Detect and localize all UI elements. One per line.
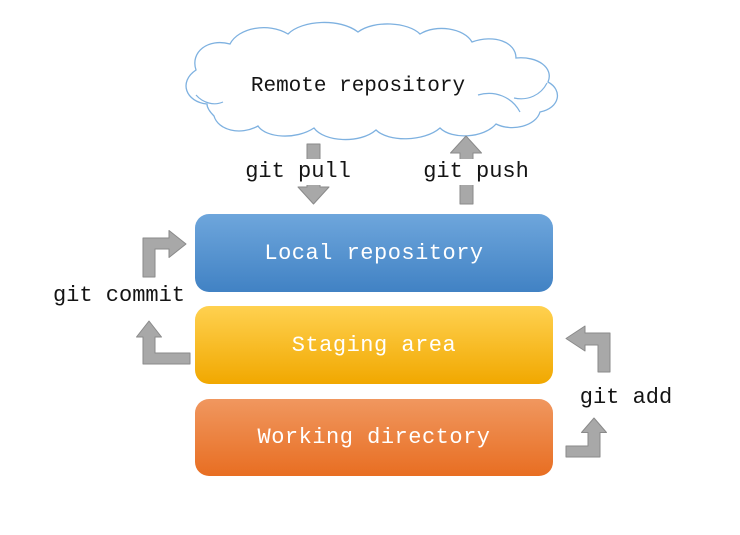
git-add-elbow-arrow-to-staging	[565, 325, 611, 373]
git-push-label: git push	[420, 159, 532, 185]
staging-area-box: Staging area	[195, 306, 553, 384]
cloud-inner-arc-bottom	[477, 92, 521, 113]
cloud-inner-arc-right	[513, 82, 548, 100]
git-commit-elbow-arrow-to-local	[142, 230, 187, 278]
cloud-inner-arc-left	[195, 94, 224, 105]
working-directory-label: Working directory	[257, 425, 491, 450]
git-pull-label: git pull	[242, 159, 354, 185]
git-commit-elbow-arrow-from-staging	[136, 320, 191, 365]
git-add-elbow-arrow-from-working	[565, 417, 607, 458]
local-repository-label: Local repository	[264, 240, 484, 266]
remote-repository-label: Remote repository	[250, 75, 466, 98]
local-repository-box: Local repository	[195, 214, 553, 292]
working-directory-box: Working directory	[195, 399, 553, 476]
git-commit-label: git commit	[52, 283, 186, 308]
cloud-shape	[185, 21, 558, 141]
staging-area-label: Staging area	[291, 332, 457, 358]
git-add-label: git add	[579, 385, 673, 410]
